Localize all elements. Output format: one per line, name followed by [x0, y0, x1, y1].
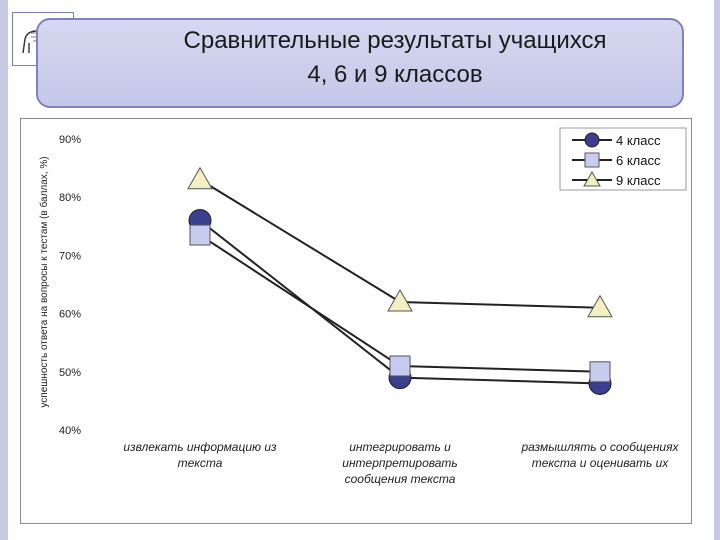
legend-label: 6 класс [616, 153, 661, 168]
title-line-2: 4, 6 и 9 классов [307, 61, 483, 88]
legend-label: 9 класс [616, 173, 661, 188]
data-point [387, 288, 413, 312]
title-banner [36, 18, 684, 108]
page-title: Сравнительные результаты учащихся 4, 6 и… [110, 24, 680, 92]
y-tick-label: 70% [59, 250, 81, 262]
legend-marker [583, 170, 601, 187]
series-line [199, 178, 601, 309]
legend-marker [584, 152, 600, 168]
category-label: извлекать информацию из [123, 440, 277, 454]
y-tick-label: 50% [59, 367, 81, 379]
data-point [589, 361, 611, 383]
right-decor-stripe [714, 0, 720, 540]
category-label: текста и оценивать их [532, 456, 670, 470]
y-tick-label: 90% [59, 134, 81, 146]
data-point [189, 224, 211, 246]
data-point [389, 355, 411, 377]
y-tick-label: 80% [59, 192, 81, 204]
data-point [187, 166, 213, 190]
legend-marker [584, 132, 600, 148]
category-label: интегрировать и [349, 440, 451, 454]
left-decor-stripe [0, 0, 8, 540]
category-label: размышлять о сообщениях [520, 440, 679, 454]
legend-label: 4 класс [616, 133, 661, 148]
category-label: интерпретировать [342, 456, 457, 470]
y-tick-label: 60% [59, 309, 81, 321]
category-label: сообщения текста [345, 472, 456, 486]
category-label: текста [178, 456, 223, 470]
title-line-1: Сравнительные результаты учащихся [183, 27, 607, 54]
y-axis-label: успешность ответа на вопросы к тестам (в… [38, 156, 50, 407]
y-tick-label: 40% [59, 425, 81, 437]
data-point [587, 294, 613, 318]
